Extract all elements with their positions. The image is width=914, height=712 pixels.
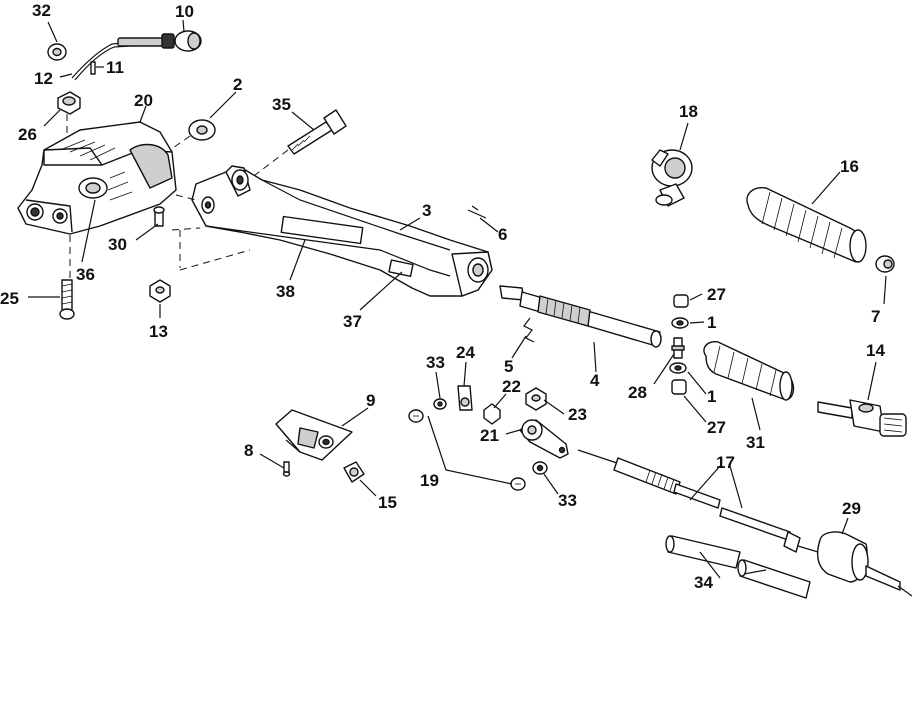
label-9: 9	[366, 391, 375, 410]
label-17: 17	[716, 453, 735, 472]
label-5: 5	[504, 357, 513, 376]
label-37: 37	[343, 312, 362, 331]
part-31-throttle-grip	[703, 341, 795, 401]
part-24-clip	[457, 385, 473, 411]
label-13: 13	[149, 322, 168, 341]
part-33-washer-left	[433, 398, 447, 410]
part-34-sleeve-lower	[737, 559, 811, 599]
part-28-pin	[671, 337, 685, 359]
label-31: 31	[746, 433, 765, 452]
label-8: 8	[244, 441, 253, 460]
alignment-line	[175, 194, 197, 201]
part-6-pin	[467, 205, 487, 219]
part-25-bolt	[59, 279, 75, 320]
label-2: 2	[233, 75, 242, 94]
part-4-shaft	[499, 285, 662, 348]
label-25: 25	[0, 289, 19, 308]
label-33-left: 33	[426, 353, 445, 372]
part-26-nut	[57, 91, 81, 150]
label-3: 3	[422, 201, 431, 220]
part-10-wire-harness	[71, 30, 202, 81]
label-16: 16	[840, 157, 859, 176]
label-1-bottom: 1	[707, 387, 716, 406]
label-11: 11	[106, 58, 124, 77]
part-18-friction-device	[651, 149, 693, 207]
label-22: 22	[502, 377, 521, 396]
label-36: 36	[76, 265, 95, 284]
part-14-switch	[817, 399, 907, 437]
part-9-bracket-plate	[275, 409, 353, 461]
part-35-bolt	[254, 109, 347, 176]
label-14: 14	[866, 341, 885, 360]
label-23: 23	[568, 405, 587, 424]
label-24: 24	[456, 343, 475, 362]
label-35: 35	[272, 95, 291, 114]
part-13-nut	[149, 279, 171, 303]
alignment-line	[179, 249, 251, 271]
part-5-spring	[523, 317, 535, 343]
leader-lines	[28, 19, 887, 579]
part-16-grip	[746, 187, 867, 263]
part-17-throttle-cable	[577, 449, 801, 553]
part-number-labels: 32 10 11 12 26 20 2 35 3 6 38 37 36 30 2…	[0, 1, 885, 592]
label-26: 26	[18, 125, 37, 144]
part-15-clip	[343, 461, 365, 483]
part-30-bolt	[153, 206, 165, 227]
label-32: 32	[32, 1, 51, 20]
label-20: 20	[134, 91, 153, 110]
part-1-washer-bottom	[669, 362, 687, 374]
part-23-nut	[525, 387, 547, 411]
label-30: 30	[108, 235, 127, 254]
label-4: 4	[590, 371, 600, 390]
label-27-bottom: 27	[707, 418, 726, 437]
part-22-nut	[483, 403, 501, 425]
part-7-cap	[875, 255, 895, 273]
label-28: 28	[628, 383, 647, 402]
part-29-cable-end	[797, 531, 913, 597]
label-6: 6	[498, 225, 507, 244]
part-27-bushing-top	[673, 294, 689, 308]
part-21-throttle-link	[519, 419, 569, 459]
alignment-line	[171, 227, 201, 231]
label-12: 12	[34, 69, 53, 88]
label-34: 34	[694, 573, 713, 592]
part-32-nut	[47, 43, 67, 61]
part-11-pin	[90, 61, 96, 75]
label-18: 18	[679, 102, 698, 121]
label-33-bottom: 33	[558, 491, 577, 510]
part-33-washer-bottom	[532, 461, 548, 475]
label-38: 38	[276, 282, 295, 301]
part-8-screw	[282, 461, 291, 477]
part-27-bushing-bottom	[671, 379, 687, 395]
label-21: 21	[480, 426, 499, 445]
part-19-screw-top	[408, 409, 424, 423]
part-2-washer	[169, 119, 216, 151]
part-1-washer-top	[671, 317, 689, 329]
label-29: 29	[842, 499, 861, 518]
label-10: 10	[175, 2, 194, 21]
label-15: 15	[378, 493, 397, 512]
part-20-bracket	[17, 121, 177, 235]
label-7: 7	[871, 307, 880, 326]
part-34-sleeve-upper	[665, 535, 741, 569]
part-19-screw-bottom	[510, 477, 526, 491]
label-19: 19	[420, 471, 439, 490]
part-3-tiller-arm	[191, 165, 493, 297]
label-27-top: 27	[707, 285, 726, 304]
label-1-top: 1	[707, 313, 716, 332]
